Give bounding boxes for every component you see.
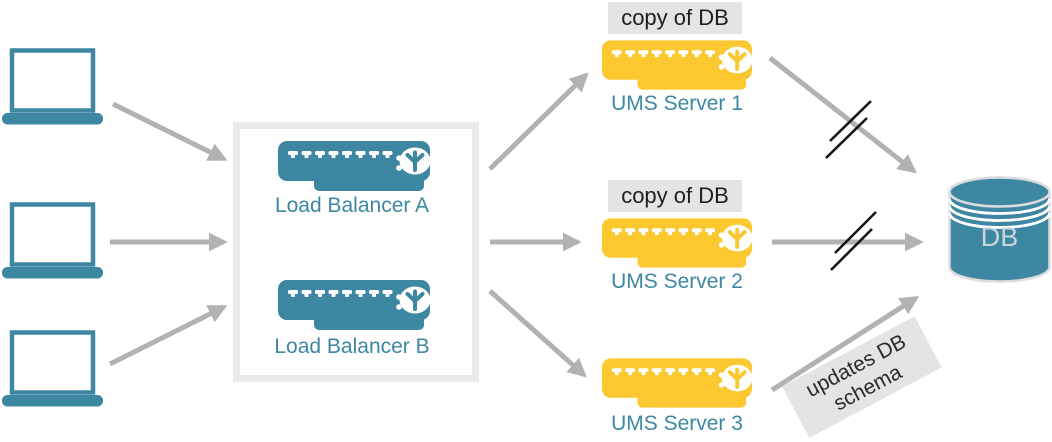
arrow-client3-to-lb (108, 304, 228, 367)
laptop-icon (2, 48, 104, 126)
laptop-icon (2, 202, 104, 280)
arrow-lb-to-ums3 (488, 289, 587, 378)
server-icon (602, 40, 752, 90)
ums-server-3-label: UMS Server 3 (611, 412, 743, 435)
load-balancer-icon (278, 141, 430, 191)
break-slash-icon (829, 100, 872, 142)
arrow-lb-to-ums1 (488, 72, 589, 171)
break-slash-icon (825, 117, 868, 159)
server-icon (602, 218, 752, 268)
arrow-client1-to-lb (111, 101, 228, 162)
ums-server-1-label: UMS Server 1 (611, 92, 743, 115)
server-icon (602, 358, 752, 408)
arrow-ums1-to-db (768, 56, 917, 174)
load-balancer-icon (278, 280, 430, 330)
updates-db-schema-label: updates DB schema (782, 316, 942, 439)
database-label: DB (980, 222, 1019, 252)
ums-server-2-label: UMS Server 2 (611, 270, 743, 293)
copy-of-db-badge: copy of DB (608, 2, 742, 34)
database-cylinder-icon (948, 176, 1051, 283)
load-balancer-a-label: Load Balancer A (274, 194, 430, 217)
load-balancer-group-box (233, 122, 479, 382)
laptop-icon (2, 330, 104, 408)
break-slash-icon (834, 211, 877, 254)
copy-of-db-badge: copy of DB (608, 180, 742, 212)
load-balancer-b-label: Load Balancer B (274, 335, 430, 358)
break-slash-icon (830, 228, 873, 271)
